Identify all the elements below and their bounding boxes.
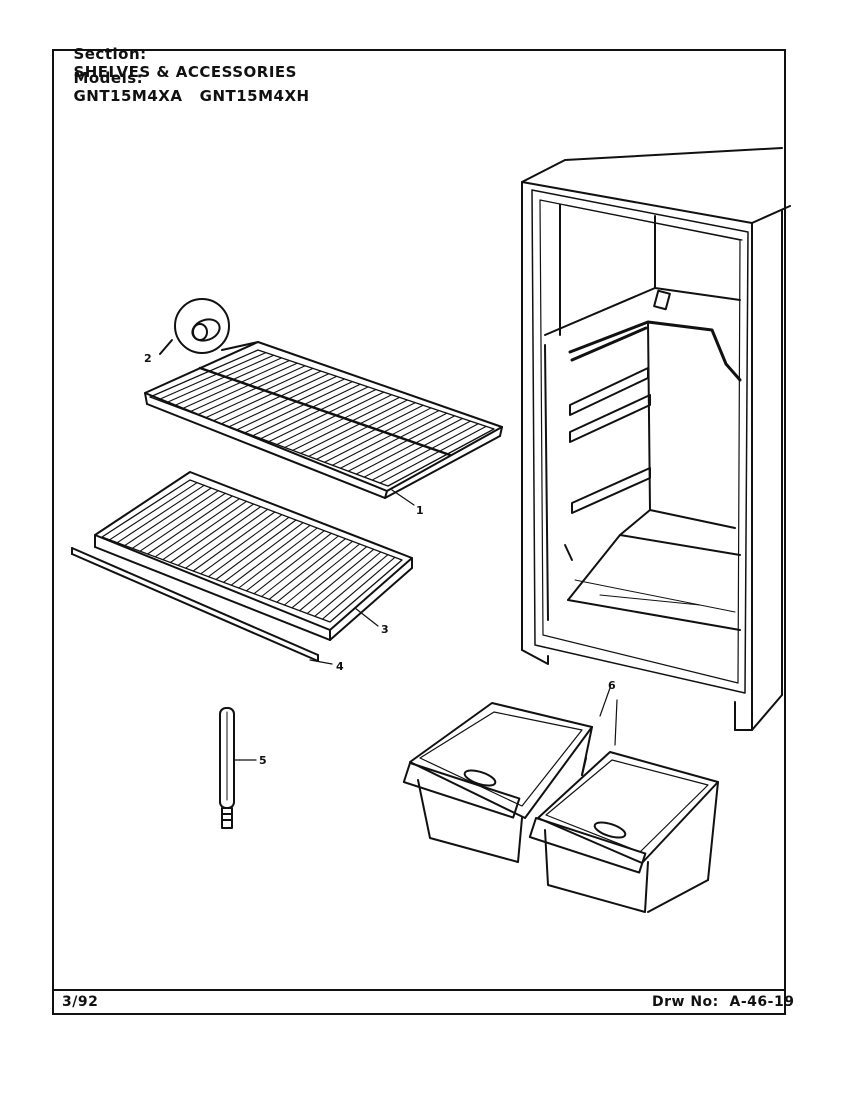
shelf-wire bbox=[109, 482, 198, 541]
shelf-wire bbox=[244, 381, 353, 434]
shelf-wire bbox=[131, 490, 219, 549]
callout-1: 1 bbox=[416, 504, 424, 517]
shelf-wire bbox=[321, 556, 396, 620]
section-value: SHELVES & ACCESSORIES bbox=[73, 63, 297, 81]
shelf-wire bbox=[371, 423, 479, 481]
shelf-wire bbox=[253, 532, 332, 595]
shelf-wire bbox=[162, 500, 248, 561]
shelf-wire bbox=[339, 412, 448, 469]
shelf-end-cap bbox=[159, 298, 230, 355]
crisper-drawer-left bbox=[402, 702, 593, 863]
shelf-wire bbox=[323, 407, 432, 463]
callout-6: 6 bbox=[608, 679, 616, 692]
shelf-wire bbox=[192, 511, 276, 572]
shelf-wire bbox=[223, 522, 304, 583]
shelf-wire bbox=[165, 354, 275, 404]
shelf-wire bbox=[284, 394, 393, 448]
shelf-wire bbox=[316, 404, 424, 460]
models-value: GNT15M4XA GNT15M4XH bbox=[73, 87, 310, 105]
drawing-number: Drw No: A-46-19 bbox=[652, 994, 795, 1010]
shelf-wire bbox=[215, 519, 297, 581]
light-probe bbox=[219, 707, 235, 829]
leader-lines bbox=[233, 489, 618, 761]
shelf-wire bbox=[220, 373, 330, 425]
shelf-wire bbox=[261, 535, 339, 598]
shelf-lower bbox=[94, 471, 413, 641]
shelf-wire bbox=[268, 538, 347, 600]
shelf-wire bbox=[124, 487, 212, 547]
shelf-wire bbox=[181, 359, 291, 410]
shelf-wire bbox=[116, 484, 205, 544]
shelf-wire bbox=[245, 530, 325, 592]
shelf-wire bbox=[363, 420, 471, 478]
shelf-wire bbox=[292, 396, 401, 451]
shelf-wire bbox=[157, 352, 267, 401]
shelf-wire bbox=[300, 399, 409, 454]
shelf-wire bbox=[173, 357, 283, 407]
shelf-wire bbox=[230, 524, 311, 586]
callout-5: 5 bbox=[259, 754, 267, 767]
shelf-wire bbox=[212, 370, 322, 422]
shelf-wire bbox=[185, 508, 269, 569]
crisper-drawer-right bbox=[528, 751, 719, 913]
shelf-wire bbox=[238, 527, 318, 589]
callout-3: 3 bbox=[381, 623, 389, 636]
footer-divider bbox=[52, 989, 786, 991]
shelf-wire bbox=[147, 495, 233, 555]
shelf-wire bbox=[276, 391, 385, 446]
callout-2: 2 bbox=[144, 352, 152, 365]
shelf-wire bbox=[268, 388, 377, 443]
shelf-trim-rail bbox=[71, 547, 319, 662]
shelf-wire bbox=[189, 362, 298, 413]
shelf-wire bbox=[177, 506, 262, 566]
models-heading: Models: GNT15M4XA GNT15M4XH bbox=[62, 51, 310, 105]
shelf-wire bbox=[355, 417, 464, 475]
shelf-wire bbox=[347, 415, 456, 472]
shelf-wire bbox=[204, 367, 314, 419]
shelf-wire bbox=[306, 551, 382, 615]
revision-date: 3/92 bbox=[62, 994, 99, 1010]
shelf-wire bbox=[291, 546, 368, 609]
shelf-wire bbox=[154, 498, 241, 558]
section-heading: Section: SHELVES & ACCESSORIES bbox=[62, 27, 297, 81]
shelf-wire bbox=[252, 383, 361, 437]
wire-shelf-upper bbox=[144, 341, 503, 499]
shelf-wire bbox=[379, 425, 487, 484]
shelf-wire bbox=[197, 365, 306, 416]
shelf-wire bbox=[236, 378, 346, 431]
shelf-wire bbox=[139, 492, 226, 552]
shelf-wire bbox=[331, 410, 440, 466]
refrigerator-cabinet bbox=[521, 147, 791, 731]
shelf-wire bbox=[200, 514, 283, 575]
shelf-wire bbox=[314, 554, 389, 617]
shelf-wire bbox=[283, 543, 361, 606]
shelf-wire bbox=[299, 548, 375, 612]
shelf-wire bbox=[276, 540, 354, 603]
drawing-frame bbox=[52, 49, 786, 1015]
shelf-wire bbox=[207, 516, 290, 578]
shelf-wire bbox=[308, 402, 416, 457]
shelf-wire bbox=[169, 503, 255, 564]
models-label: Models: bbox=[73, 69, 144, 87]
shelf-wire bbox=[228, 375, 338, 428]
shelf-wire bbox=[260, 386, 369, 440]
callout-4: 4 bbox=[336, 660, 344, 673]
